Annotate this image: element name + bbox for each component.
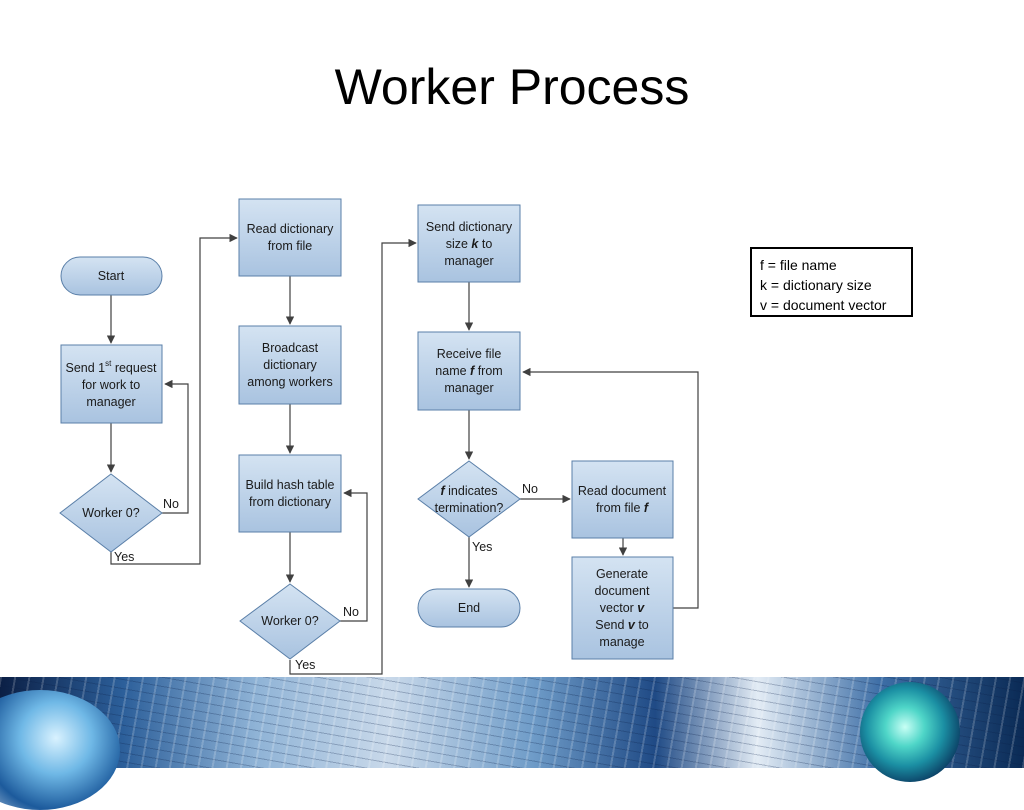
build-hash-node [238, 454, 342, 533]
banner-grid-pattern [0, 677, 1024, 768]
generate-line4: Send v to [595, 618, 649, 632]
broadcast-node [238, 325, 342, 405]
send-request-line1: Send 1st request [65, 359, 157, 375]
receive-line1: Receive file [437, 347, 502, 361]
terminate-line2: termination? [435, 501, 504, 515]
receive-line2: name f from [435, 364, 502, 378]
flowchart: No Yes No Yes No Yes Start Send 1st requ… [59, 198, 699, 675]
end-label: End [458, 601, 480, 615]
read-doc-line2: from file f [596, 501, 650, 515]
edge-worker0b-yes [289, 238, 417, 675]
broadcast-line1: Broadcast [262, 341, 319, 355]
label-no-c: No [522, 482, 538, 496]
edge-generate-loop [522, 367, 699, 609]
decorative-banner [0, 677, 1024, 768]
build-hash-line1: Build hash table [246, 478, 335, 492]
label-yes-a: Yes [114, 550, 134, 564]
send-request-node [60, 344, 163, 424]
legend-item-k: k = dictionary size [760, 277, 872, 293]
legend-box: f = file name k = dictionary size v = do… [750, 247, 913, 317]
label-yes-b: Yes [295, 658, 315, 672]
generate-node [571, 556, 674, 660]
legend-item-f: f = file name [760, 257, 837, 273]
label-yes-c: Yes [472, 540, 492, 554]
start-label: Start [98, 269, 125, 283]
worker0-decision-a [59, 473, 163, 553]
send-size-line3: manager [444, 254, 493, 268]
edge-worker0a-yes [110, 233, 238, 565]
broadcast-line3: among workers [247, 375, 332, 389]
terminate-decision [417, 460, 521, 538]
build-hash-line2: from dictionary [249, 495, 332, 509]
generate-line1: Generate [596, 567, 648, 581]
send-size-node [417, 204, 521, 283]
generate-line2: document [595, 584, 650, 598]
generate-line5: manage [599, 635, 644, 649]
slide-title: Worker Process [334, 59, 690, 115]
terminate-line1: f indicates [441, 484, 498, 498]
send-size-line2: size k to [446, 237, 493, 251]
edge-worker0a-no [162, 379, 189, 514]
banner-globe-icon [860, 682, 960, 782]
send-request-line2: for work to [82, 378, 140, 392]
end-node [417, 588, 521, 628]
edge-worker0b-no [340, 488, 368, 622]
start-node [60, 256, 163, 296]
receive-node [417, 331, 521, 411]
read-dict-line2: from file [268, 239, 313, 253]
read-doc-line1: Read document [578, 484, 667, 498]
generate-line3: vector v [600, 601, 646, 615]
label-no-b: No [343, 605, 359, 619]
send-request-line3: manager [86, 395, 135, 409]
receive-line3: manager [444, 381, 493, 395]
read-dict-line1: Read dictionary [247, 222, 335, 236]
broadcast-line2: dictionary [263, 358, 317, 372]
read-dict-node [238, 198, 342, 277]
label-no-a: No [163, 497, 179, 511]
worker0-decision-b [239, 583, 341, 660]
worker0-b-label: Worker 0? [261, 614, 318, 628]
legend-item-v: v = document vector [760, 297, 887, 313]
send-size-line1: Send dictionary [426, 220, 513, 234]
read-doc-node [571, 460, 674, 539]
worker0-a-label: Worker 0? [82, 506, 139, 520]
